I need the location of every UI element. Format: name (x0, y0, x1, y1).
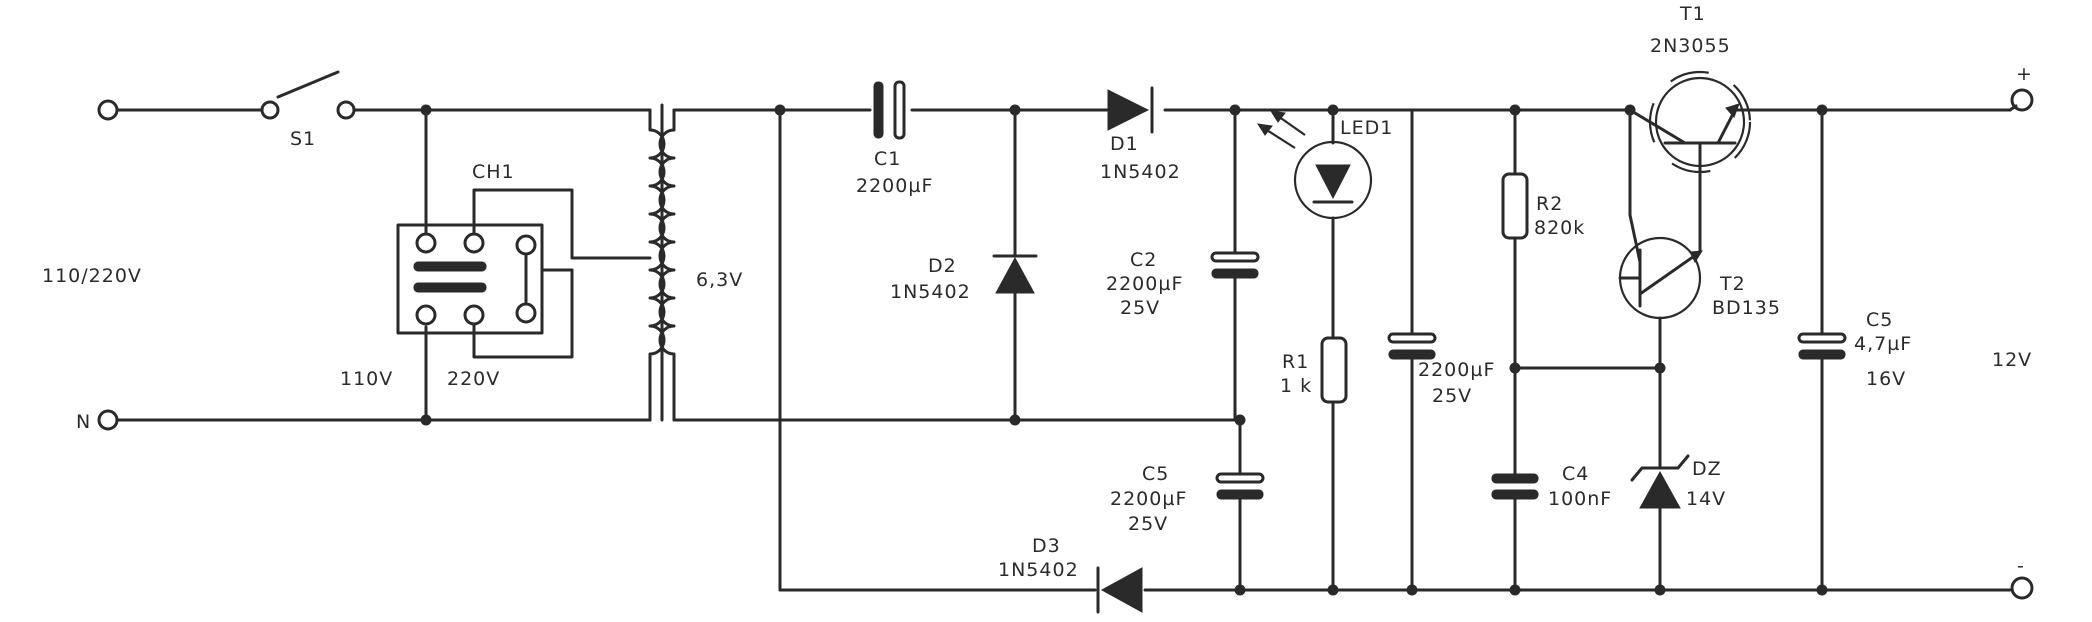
label-minus: - (2017, 555, 2025, 577)
label-r2-value: 820k (1534, 217, 1585, 239)
label-plus: + (2016, 63, 2033, 85)
label-c5b-value: 2200µF (1110, 488, 1187, 510)
label-t2-part: BD135 (1712, 297, 1781, 319)
output-terminal-negative (2010, 576, 2034, 600)
transistor-t1 (1628, 70, 1752, 198)
label-c5-voltage: 16V (1866, 368, 1906, 390)
label-c4-value: 100nF (1548, 488, 1612, 510)
capacitor-c4 (1491, 473, 1539, 592)
rails (672, 108, 2012, 592)
capacitor-c5-lower (1215, 418, 1265, 592)
label-d3-part: 1N5402 (998, 559, 1079, 581)
label-d2-part: 1N5402 (890, 281, 971, 303)
label-c2-name: C2 (1130, 249, 1157, 271)
capacitor-c2 (1210, 108, 1260, 422)
label-t2-name: T2 (1719, 273, 1746, 295)
label-c5b-name: C5 (1142, 463, 1169, 485)
diode-d3 (1096, 566, 1143, 614)
label-tap-220: 220V (447, 368, 500, 390)
switch-s1-blade (276, 70, 340, 99)
label-c3-value: 2200µF (1418, 359, 1495, 381)
voltage-selector-ch1 (396, 108, 652, 422)
label-s1: S1 (290, 128, 316, 150)
label-d3-name: D3 (1032, 535, 1061, 557)
resistor-r2 (1501, 108, 1662, 475)
input-terminal-line (97, 99, 119, 121)
diode-d1 (1107, 86, 1154, 134)
transistor-t2 (1618, 108, 1703, 469)
label-input-voltage: 110/220V (42, 265, 142, 287)
label-d2-name: D2 (928, 255, 957, 277)
label-r1-value: 1 k (1280, 375, 1312, 397)
label-led1: LED1 (1340, 117, 1393, 139)
zener-dz (1630, 454, 1690, 592)
label-r1-name: R1 (1282, 351, 1309, 373)
label-secondary: 6,3V (696, 269, 743, 291)
label-c2-voltage: 25V (1120, 297, 1160, 319)
label-t1-name: T1 (1679, 3, 1706, 25)
switch-contact-right (336, 100, 356, 120)
output-terminals (2008, 88, 2034, 600)
label-c3-voltage: 25V (1432, 385, 1472, 407)
resistor-r1 (1320, 336, 1348, 592)
label-tap-110: 110V (340, 368, 393, 390)
led1 (1256, 108, 1373, 339)
selector-body (396, 223, 544, 335)
label-dz-value: 14V (1686, 488, 1726, 510)
label-c4-name: C4 (1562, 463, 1589, 485)
label-c5-value: 4,7µF (1854, 333, 1912, 355)
label-output-voltage: 12V (1992, 349, 2032, 371)
capacitor-c5-output (1797, 108, 1847, 592)
switch-contact-left (260, 100, 280, 120)
label-d1-name: D1 (1110, 133, 1139, 155)
label-c5b-voltage: 25V (1128, 513, 1168, 535)
label-ch1: CH1 (472, 161, 515, 183)
label-dz-name: DZ (1692, 458, 1722, 480)
input-terminal-neutral (97, 409, 119, 431)
label-d1-part: 1N5402 (1100, 161, 1181, 183)
transformer (648, 103, 676, 422)
label-c5-name: C5 (1866, 309, 1893, 331)
label-c1-name: C1 (874, 148, 901, 170)
diode-d2 (992, 108, 1038, 422)
junction-dots (420, 104, 1828, 596)
capacitor-c1 (873, 80, 906, 140)
label-c1-value: 2200µF (856, 175, 933, 197)
label-c2-value: 2200µF (1106, 273, 1183, 295)
input-terminals (97, 70, 652, 431)
label-r2-name: R2 (1536, 193, 1563, 215)
label-neutral: N (76, 411, 91, 433)
capacitor-c3 (1387, 108, 1437, 592)
label-t1-part: 2N3055 (1650, 35, 1731, 57)
